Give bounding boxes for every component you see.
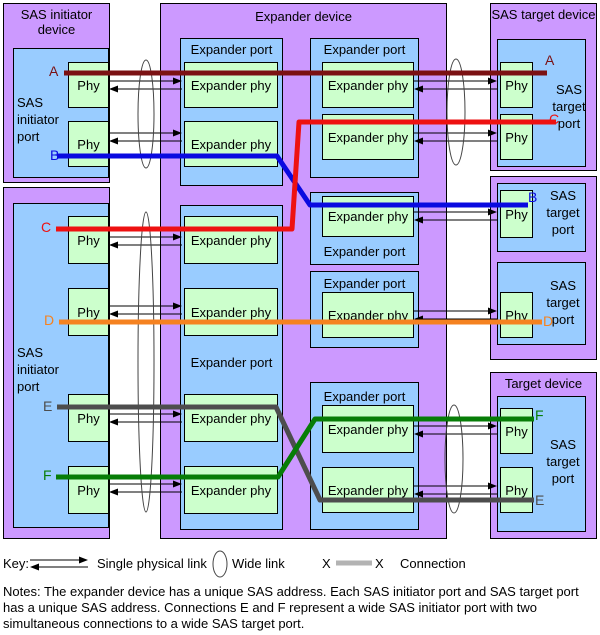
expander-phy-left-c-label: Expander phy [190,232,272,248]
expander-phy-right-c: Expander phy [322,114,414,160]
expander-port-right-fe-label: Expander port [323,389,406,404]
connection-d-label-left: D [44,312,55,328]
expander-phy-left-e: Expander phy [184,394,278,442]
phy-f-label: Phy [77,482,100,498]
connection-c-label-right: C [549,111,560,127]
initiator-phy-b: Phy [68,121,109,167]
initiator-port-ab-label: SAS initiator port [17,95,59,144]
expander-phy-right-d-label: Expander phy [327,307,409,323]
expander-phy-right-c-label: Expander phy [327,129,409,145]
key-connection-label: Connection [400,556,466,571]
notes-line-3: simultaneous connections to a wide SAS t… [3,616,305,631]
expander-phy-left-b: Expander phy [184,121,278,167]
expander-phy-right-a: Expander phy [322,62,414,108]
expander-phy-left-a: Expander phy [184,62,278,108]
wide-link-ellipse-right-ac [446,58,466,166]
wide-link-ellipse-left-ab [137,59,155,169]
target-phy-f-label: Phy [505,423,528,439]
expander-phy-right-e: Expander phy [322,467,414,513]
initiator-phy-a: Phy [68,62,109,108]
connection-c-label-left: C [41,219,52,235]
expander-phy-left-a-label: Expander phy [190,77,272,93]
expander-phy-left-e-label: Expander phy [190,410,272,426]
expander-port-left-ab-label: Expander port [190,42,273,57]
target-phy-c-label: Phy [505,129,528,145]
key-wide-link-ellipse [212,550,228,578]
connection-f-label-right: F [535,407,544,423]
initiator-phy-f: Phy [68,466,109,514]
expander-phy-right-b: Expander phy [322,196,414,237]
expander-phy-left-d-label: Expander phy [190,304,272,320]
notes-line-2: has a unique SAS address. Connections E … [3,600,538,615]
key-connection-x-left: X [322,556,331,571]
target-phy-c: Phy [500,114,533,160]
connection-d-label-right: D [543,313,554,329]
key-single-link-label: Single physical link [97,556,207,571]
expander-phy-left-b-label: Expander phy [190,136,272,152]
expander-phy-right-f: Expander phy [322,405,414,453]
connection-e-label-right: E [535,492,545,508]
initiator-phy-e: Phy [68,394,109,442]
connection-b-label-left: B [50,147,60,163]
connection-f-label-left: F [43,467,52,483]
notes-line-1: Notes: The expander device has a unique … [3,584,579,599]
expander-port-right-b-label: Expander port [323,244,406,259]
initiator-device-title: SAS initiator device [20,7,93,37]
target-port-ac-label: SAS target port [552,82,586,131]
key-title: Key: [3,556,30,571]
expander-phy-right-b-label: Expander phy [327,209,409,224]
key-wide-link-label: Wide link [232,556,285,571]
connection-e-label-left: E [43,398,53,414]
phy-b-label: Phy [77,136,100,152]
target-phy-b-label: Phy [505,206,528,222]
phy-c-label: Phy [77,232,100,248]
initiator-phy-d: Phy [68,288,109,336]
target-phy-d-label: Phy [505,307,528,323]
target-phy-a: Phy [500,62,533,108]
target-port-fe-label: SAS target port [546,437,580,486]
phy-e-label: Phy [77,410,100,426]
expander-phy-right-d: Expander phy [322,292,414,338]
target-phy-e-label: Phy [505,482,528,498]
expander-phy-left-f-label: Expander phy [190,482,272,498]
expander-phy-right-a-label: Expander phy [327,77,409,93]
expander-phy-right-f-label: Expander phy [327,421,409,437]
expander-phy-left-f: Expander phy [184,466,278,514]
expander-phy-right-e-label: Expander phy [327,482,409,498]
target-phy-e: Phy [500,467,533,513]
wide-link-ellipse-right-fe [444,404,464,514]
target-phy-a-label: Phy [505,77,528,93]
initiator-port-cdef-label: SAS initiator port [17,345,59,394]
expander-device-title: Expander device [255,9,352,24]
target-port-b-label: SAS target port [546,188,580,237]
target-phy-d: Phy [500,292,533,338]
connection-b-label-right: B [528,189,538,205]
connection-a-label-left: A [49,63,59,79]
expander-phy-left-c: Expander phy [184,216,278,264]
phy-a-label: Phy [77,77,100,93]
wide-link-ellipse-left-cdef [137,211,155,513]
key-connection-x-right: X [375,556,384,571]
expander-port-right-ac-label: Expander port [323,42,406,57]
target-device-bottom-title: Target device [504,376,583,391]
target-port-d-label: SAS target port [546,278,580,327]
target-phy-f: Phy [500,408,533,454]
initiator-phy-c: Phy [68,216,109,264]
target-device-title: SAS target device [491,7,596,22]
phy-d-label: Phy [77,304,100,320]
connection-a-label-right: A [545,52,555,68]
expander-port-left-cdef-label: Expander port [190,355,273,370]
expander-port-right-d-label: Expander port [323,276,406,291]
single-physical-link-symbol [30,556,88,571]
expander-phy-left-d: Expander phy [184,288,278,336]
